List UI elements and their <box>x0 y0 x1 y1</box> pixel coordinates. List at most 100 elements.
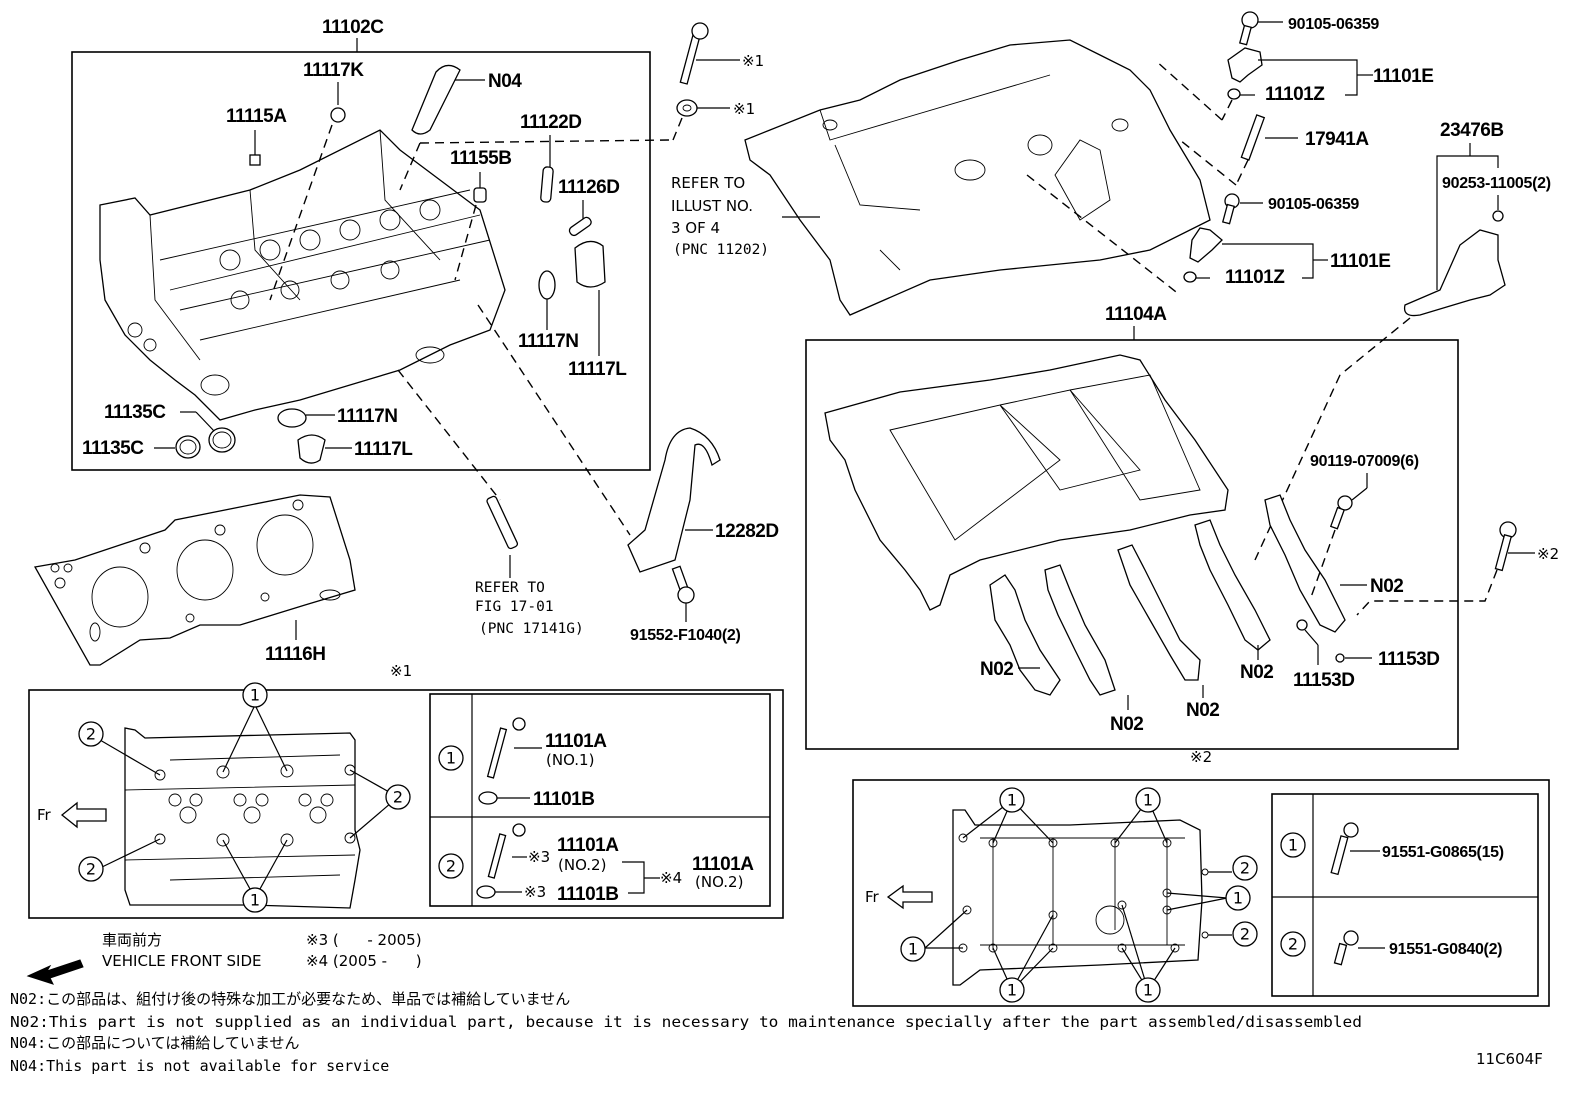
washer-11101B-icon <box>478 791 498 805</box>
label-N02-3[interactable]: N02 <box>1186 700 1220 721</box>
callout-2-tl: 2 <box>86 725 96 744</box>
bearing-cap-3 <box>1117 544 1201 681</box>
label-N02-1[interactable]: N02 <box>980 659 1014 680</box>
label-11155B[interactable]: 11155B <box>450 148 512 169</box>
mark-4: ※4 <box>660 869 682 887</box>
callout2-1-br: 1 <box>1143 981 1153 1000</box>
detail-1-front-label: Fr <box>37 806 52 824</box>
label-11117N-a[interactable]: 11117N <box>518 331 579 352</box>
label-11101A-alt[interactable]: 11101A <box>692 854 755 875</box>
label-91552[interactable]: 91552-F1040(2) <box>630 627 741 644</box>
callout2-2-lower: 2 <box>1240 925 1250 944</box>
label-23476B[interactable]: 23476B <box>1440 120 1504 141</box>
bracket-12282D-drawing <box>627 427 721 573</box>
label-90253[interactable]: 90253-11005(2) <box>1442 175 1551 192</box>
detail-1-table <box>429 693 771 907</box>
bolt-90105-a-icon <box>1238 24 1252 46</box>
front-arrow-2-icon <box>886 884 933 910</box>
plug-11115A <box>249 154 261 166</box>
bolt-91551-G0865-icon <box>1330 835 1349 876</box>
table1-row1-num: 1 <box>446 749 456 768</box>
table2-row1-num: 1 <box>1288 836 1298 855</box>
sensor-group: 90105-06359 11101E 11101Z 17941A 90105-0… <box>1154 11 1434 288</box>
label-11126D[interactable]: 11126D <box>558 177 620 198</box>
label-90119[interactable]: 90119-07009(6) <box>1310 453 1419 470</box>
bolt-90119-icon <box>1337 495 1353 511</box>
label-11101E-a[interactable]: 11101E <box>1373 66 1434 87</box>
label-11102C[interactable]: 11102C <box>322 17 385 38</box>
head-bolt-group: ※1 ※1 <box>672 22 764 141</box>
footnote-n02-jp: N02:この部品は、組付け後の特殊な加工が必要なため、単品では補給していません <box>10 990 570 1008</box>
label-11153D-b[interactable]: 11153D <box>1378 649 1440 670</box>
refer-stud-line2: FIG 17-01 <box>475 599 554 615</box>
table1-row2-num: 2 <box>446 857 456 876</box>
legend-front-jp: 車両前方 <box>102 931 162 949</box>
label-11101Z-a[interactable]: 11101Z <box>1265 84 1326 105</box>
refer-cover-line4: (PNC 11202) <box>673 242 769 258</box>
legend-note-3: ※3 ( - 2005) <box>306 931 422 949</box>
head-assembly-group: 11102C 11117K N04 11115A 11122D <box>71 17 671 536</box>
label-11101Z-b[interactable]: 11101Z <box>1225 267 1286 288</box>
callout-2-right: 2 <box>393 788 403 807</box>
block-group: 11104A N02 N02 N02 N02 N02 90119-07009(6… <box>805 304 1459 750</box>
label-11115A[interactable]: 11115A <box>226 106 288 127</box>
label-11117K[interactable]: 11117K <box>303 60 365 81</box>
callout2-1-left: 1 <box>908 940 918 959</box>
label-11101B-row1[interactable]: 11101B <box>533 789 595 810</box>
callout-1-top: 1 <box>250 686 260 705</box>
legend-note-4: ※4 (2005 - ) <box>306 952 422 970</box>
pin-11122D <box>540 166 554 203</box>
label-11135C-a[interactable]: 11135C <box>104 402 167 423</box>
label-12282D[interactable]: 12282D <box>715 521 779 542</box>
label-91551-G0840[interactable]: 91551-G0840(2) <box>1389 941 1503 958</box>
cylinder-head-drawing <box>99 129 506 421</box>
washer-11101B-no2-icon <box>476 885 496 899</box>
bracket-12282D-group: 12282D 91552-F1040(2) <box>627 427 779 644</box>
label-11117N-b[interactable]: 11117N <box>337 406 398 427</box>
label-11104A[interactable]: 11104A <box>1105 304 1168 325</box>
label-N02-4[interactable]: N02 <box>1240 662 1274 683</box>
block-frame <box>805 339 1459 750</box>
bolt-11101A-no2-icon <box>487 833 507 879</box>
label-11101A-no1[interactable]: 11101A <box>545 731 608 752</box>
refer-cover-line1: REFER TO <box>671 174 745 192</box>
footnotes: N02:この部品は、組付け後の特殊な加工が必要なため、単品では補給していません … <box>10 990 1362 1075</box>
footnote-n02-en: N02:This part is not supplied as an indi… <box>10 1013 1362 1031</box>
bolt-11101A-icon <box>486 727 508 779</box>
label-N04[interactable]: N04 <box>488 71 523 92</box>
stud-refer-group: REFER TO FIG 17-01 (PNC 17141G) <box>475 495 584 637</box>
label-11117L-a[interactable]: 11117L <box>568 359 628 380</box>
bolt-91552-icon <box>677 586 695 604</box>
label-11122D[interactable]: 11122D <box>520 112 582 133</box>
detail-2-table <box>1271 793 1539 997</box>
mark-1-washer: ※1 <box>733 100 755 118</box>
label-N02-5[interactable]: N02 <box>1370 576 1404 597</box>
label-17941A[interactable]: 17941A <box>1305 129 1370 150</box>
legend-front-en: VEHICLE FRONT SIDE <box>102 952 262 970</box>
label-N02-2[interactable]: N02 <box>1110 714 1144 735</box>
refer-stud-line3: (PNC 17141G) <box>479 621 584 637</box>
label-11135C-b[interactable]: 11135C <box>82 438 145 459</box>
sensor-b-icon <box>1189 227 1223 263</box>
gasket-11117N-a <box>538 270 556 300</box>
diagram-id: 11C604F <box>1476 1050 1543 1068</box>
callout-1-bottom: 1 <box>250 891 260 910</box>
block-bottom-view <box>952 809 1203 986</box>
label-91551-G0865[interactable]: 91551-G0865(15) <box>1382 844 1504 861</box>
detail-2-front-label: Fr <box>865 888 880 906</box>
label-11153D-a[interactable]: 11153D <box>1293 670 1355 691</box>
bolt-91551-G0840-icon <box>1333 942 1348 966</box>
head-gasket-drawing <box>33 494 356 666</box>
label-11101B-row2[interactable]: 11101B <box>557 884 619 905</box>
label-90105-b[interactable]: 90105-06359 <box>1268 196 1360 213</box>
label-11101A-no2[interactable]: 11101A <box>557 835 620 856</box>
plug-11117L-b <box>297 434 326 464</box>
detail-2-frame <box>852 779 1550 1007</box>
refer-cover-line3: 3 OF 4 <box>671 219 720 237</box>
bearing-cap-2 <box>1044 564 1116 696</box>
plug-11117L-a <box>574 240 606 288</box>
label-11117L-b[interactable]: 11117L <box>354 439 414 460</box>
label-11101E-b[interactable]: 11101E <box>1330 251 1391 272</box>
label-90105-a[interactable]: 90105-06359 <box>1288 16 1380 33</box>
label-11116H[interactable]: 11116H <box>265 644 326 665</box>
